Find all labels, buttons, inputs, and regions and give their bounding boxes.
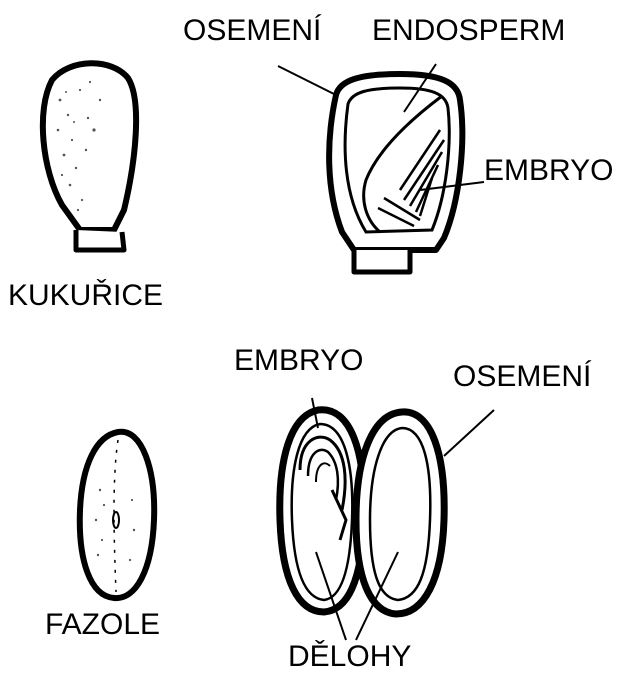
bean-seed-whole [80, 432, 154, 598]
bean-cotyledons-label: DĚLOHY [288, 642, 411, 672]
corn-seed-coat-label: OSEMENÍ [183, 16, 321, 46]
corn-embryo-label: EMBRYO [484, 156, 613, 186]
bean-embryo-label: EMBRYO [234, 346, 363, 376]
corn-name-label: KUKUŘICE [8, 281, 163, 311]
corn-kernel-whole [43, 63, 136, 250]
corn-endosperm-label: ENDOSPERM [372, 16, 565, 46]
corn-kernel-section [278, 64, 484, 272]
bean-name-label: FAZOLE [45, 610, 160, 640]
bean-seed-opened [280, 398, 494, 640]
bean-seed-coat-label: OSEMENÍ [453, 362, 591, 392]
